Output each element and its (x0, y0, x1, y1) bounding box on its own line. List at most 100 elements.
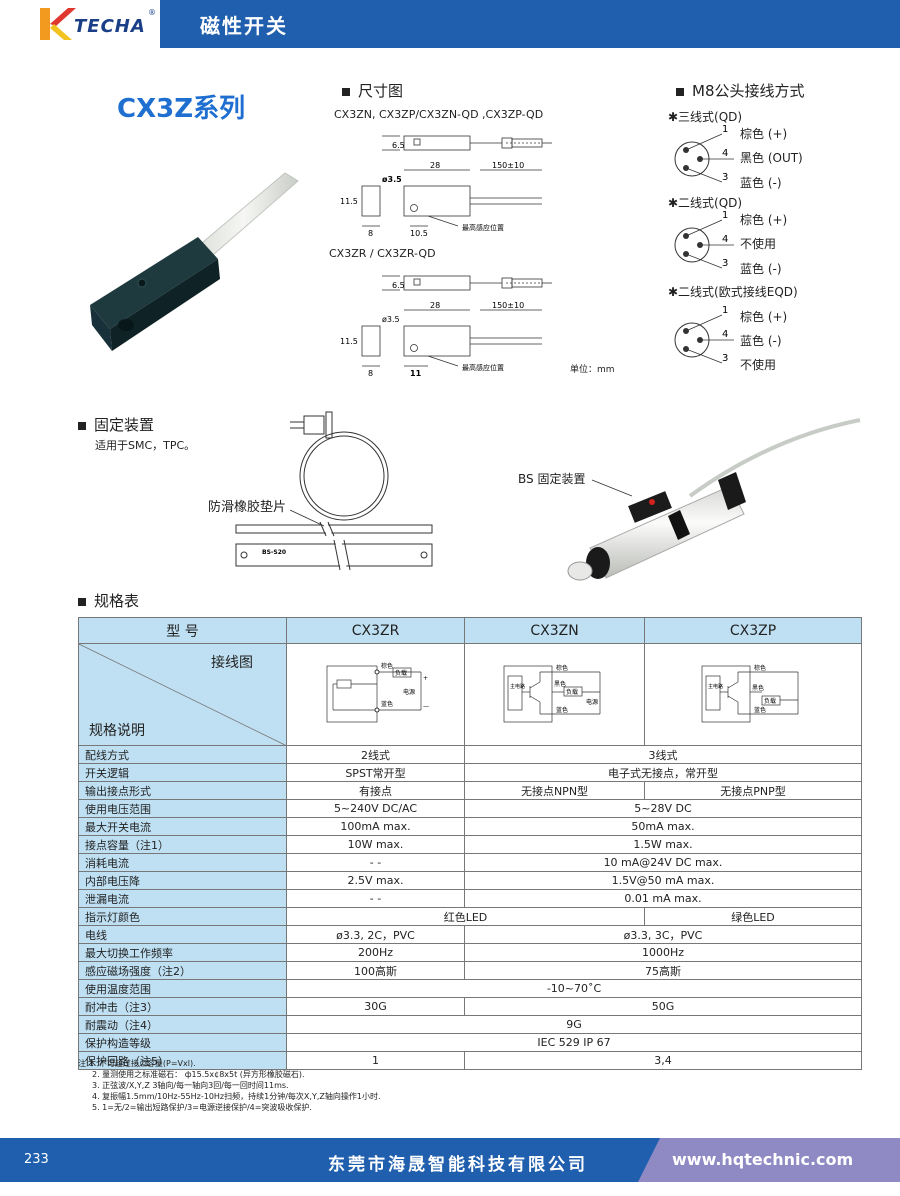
section-spec-title: 规格表 (78, 590, 139, 611)
spec-row-label: 最大切换工作频率 (78, 943, 287, 962)
spec-header-row: 型 号 CX3ZR CX3ZN CX3ZP (78, 617, 862, 644)
spec-row-label: 内部电压降 (78, 871, 287, 890)
spec-diagram-row: 接线图 规格说明 棕色 负载 蓝色 电源 + (78, 643, 862, 746)
note-1: 注:1. 不可超过接点容量(P=Vxl). (78, 1059, 196, 1068)
spec-cell: 30G (286, 997, 465, 1016)
model-header-cell: 型 号 (78, 617, 287, 644)
spec-row: 耐震动（注4）9G (78, 1015, 862, 1034)
spec-cell: ø3.3, 2C，PVC (286, 925, 465, 944)
spec-row-label: 使用电压范围 (78, 799, 287, 818)
logo-mark-icon (40, 8, 76, 40)
dim-label-8: 8 (368, 229, 373, 238)
wire-label: 棕色 (754, 664, 766, 672)
dim-label-11-5: 11.5 (340, 197, 358, 206)
wire-label: 棕色 (556, 664, 568, 672)
wire-brown: 棕色 (+) (740, 213, 788, 227)
plus-label: + (423, 675, 428, 682)
spec-cell: 50G (464, 997, 862, 1016)
unit-label: 单位：mm (570, 365, 615, 375)
spec-cell: 有接点 (286, 781, 465, 800)
wiring-diagram-header: 接线图 规格说明 (78, 643, 287, 746)
spec-row-label: 使用温度范围 (78, 979, 287, 998)
connector-2wire-qd-icon: 1 4 3 (674, 210, 734, 269)
wire-blue: 蓝色 (-) (740, 334, 782, 348)
wire-brown: 棕色 (+) (740, 127, 788, 141)
bs-mount-photo (567, 418, 861, 581)
connector-3wire-qd-icon: 1 4 3 (674, 124, 734, 183)
dim-label-6-5: 6.5 (392, 141, 405, 150)
logo-text: TECHA (74, 16, 146, 37)
bullet-square-icon (78, 597, 86, 606)
spec-row: 泄漏电流- -0.01 mA max. (78, 889, 862, 908)
dim-label-6-5: 6.5 (392, 281, 405, 290)
circuit-npn-diagram: 主电路 棕色 黑色 负载 蓝色 电源 (503, 664, 600, 723)
diagonal-divider (79, 644, 287, 746)
spec-description-label: 规格说明 (89, 723, 145, 739)
footnotes: 注:1. 不可超过接点容量(P=Vxl). 2. 量测使用之标准磁石： ф15.… (78, 1058, 381, 1113)
dim-label-28: 28 (430, 301, 440, 310)
spec-cell: 1000Hz (464, 943, 862, 962)
spec-row-label: 接点容量（注1） (78, 835, 287, 854)
spec-row: 消耗电流- -10 mA@24V DC max. (78, 853, 862, 872)
bullet-square-icon (78, 421, 86, 430)
power-label: 电源 (586, 698, 598, 706)
website-url: www.hqtechnic.com (672, 1150, 854, 1169)
note-5: 5. 1=无/2=输出短路保护/3=电源逆接保护/4=突波吸收保护. (92, 1103, 312, 1112)
spec-cell: 1.5W max. (464, 835, 862, 854)
spec-row: 接点容量（注1）10W max.1.5W max. (78, 835, 862, 854)
spec-cell: 0.01 mA max. (464, 889, 862, 908)
mounting-description: 适用于SMC，TPC。 (95, 439, 196, 452)
pin-1-label: 1 (722, 124, 728, 135)
dim-label-10-5: 10.5 (410, 229, 428, 238)
spec-cell: 1.5V@50 mA max. (464, 871, 862, 890)
section-wiring-title: M8公头接线方式 (676, 80, 805, 101)
footer-accent (638, 1138, 900, 1182)
spec-cell: 3,4 (464, 1051, 862, 1070)
model-cx3zr: CX3ZR (286, 617, 465, 644)
pin-4-label: 4 (722, 234, 728, 245)
spec-cell: 10W max. (286, 835, 465, 854)
bullet-square-icon (676, 87, 684, 96)
spec-cell: 无接点NPN型 (464, 781, 645, 800)
pin-4-label: 4 (722, 148, 728, 159)
leader-line (290, 509, 325, 527)
spec-cell: 200Hz (286, 943, 465, 962)
spec-row-label: 最大开关电流 (78, 817, 287, 836)
pin-3-label: 3 (722, 172, 728, 183)
spec-cell: ø3.3, 3C，PVC (464, 925, 862, 944)
spec-cell: 红色LED (286, 907, 645, 926)
dim-label-8: 8 (368, 369, 373, 378)
sense-position-label: 最高感应位置 (462, 223, 504, 232)
page-number: 233 (24, 1152, 49, 1167)
spec-row-label: 感应磁场强度（注2） (78, 961, 287, 980)
wire-black-out: 黑色 (OUT) (740, 151, 803, 165)
spec-cell: 75高斯 (464, 961, 862, 980)
dimension-drawing-bottom: 6.5 28 150±10 ø3.5 11.5 8 11 最高感应位置 (340, 275, 552, 378)
sense-position-label: 最高感应位置 (462, 363, 504, 372)
spec-row-label: 开关逻辑 (78, 763, 287, 782)
dimension-models-bottom: CX3ZR / CX3ZR-QD (329, 247, 436, 260)
product-sensor-image (90, 172, 299, 351)
spec-cell: 50mA max. (464, 817, 862, 836)
load-label: 负载 (395, 669, 407, 677)
model-cx3zn: CX3ZN (464, 617, 645, 644)
logo: TECHA ® (0, 0, 160, 48)
wire-unused: 不使用 (740, 237, 777, 251)
load-label: 负载 (566, 688, 578, 696)
wiring-2wire-eqd-title: ✱二线式(欧式接线EQD) (668, 285, 798, 299)
section-mounting-title: 固定装置 (78, 414, 154, 435)
dimension-drawing-top: 6.5 28 150±10 ø3.5 11.5 8 10.5 最高感应位置 (340, 135, 552, 238)
bs-mount-label: BS 固定装置 (518, 472, 586, 486)
spec-cell: - - (286, 889, 465, 908)
bullet-square-icon (342, 87, 350, 96)
note-4: 4. 复振幅1.5mm/10Hz-55Hz-10Hz扫频，持续1分钟/每次X,Y… (92, 1092, 381, 1101)
spec-cell: IEC 529 IP 67 (286, 1033, 862, 1052)
spec-cell: 电子式无接点，常开型 (464, 763, 862, 782)
circuit-reed-diagram: 棕色 负载 蓝色 电源 + — (326, 662, 429, 723)
